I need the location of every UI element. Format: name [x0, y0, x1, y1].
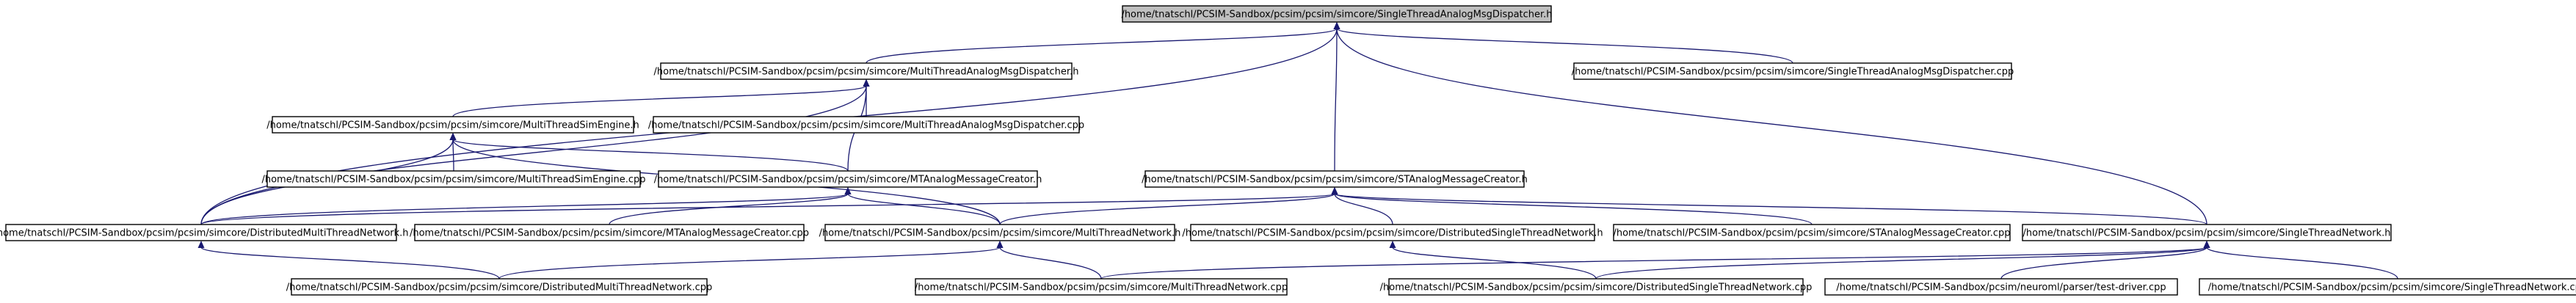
file-node-box	[1573, 62, 2012, 80]
file-node-label: /home/tnatschl/PCSIM-Sandbox/pcsim/pcsim…	[915, 282, 1288, 293]
dependency-edge	[200, 85, 867, 225]
dependency-arrowhead	[863, 79, 870, 87]
dependency-edge	[847, 193, 1001, 225]
file-node-box	[1824, 278, 2178, 296]
file-node-label: /home/tnatschl/PCSIM-Sandbox/pcsim/pcsim…	[2208, 282, 2576, 293]
file-node[interactable]: /home/tnatschl/PCSIM-Sandbox/pcsim/pcsim…	[654, 170, 1042, 188]
file-node-box	[660, 62, 1073, 80]
file-node[interactable]: /home/tnatschl/PCSIM-Sandbox/pcsim/pcsim…	[1142, 170, 1528, 188]
dependency-arrowhead	[1389, 241, 1396, 248]
dependency-arrowhead	[996, 241, 1004, 248]
file-node-box	[1122, 5, 1552, 23]
file-node[interactable]: /home/tnatschl/PCSIM-Sandbox/pcsim/pcsim…	[1380, 278, 1813, 296]
file-node-box	[2022, 224, 2392, 241]
file-node-label: /home/tnatschl/PCSIM-Sandbox/pcsim/pcsim…	[266, 120, 639, 131]
file-node-box	[272, 116, 634, 134]
file-node-box	[266, 170, 641, 188]
file-node[interactable]: /home/tnatschl/PCSIM-Sandbox/pcsim/pcsim…	[648, 116, 1084, 134]
file-node-label: /home/tnatschl/PCSIM-Sandbox/pcsim/pcsim…	[1121, 10, 1552, 21]
file-node-box	[658, 170, 1038, 188]
file-node-box	[2199, 278, 2576, 296]
dependency-edge	[452, 139, 849, 172]
file-node-box	[1613, 224, 2011, 241]
dependency-edge	[498, 247, 1001, 280]
file-node[interactable]: /home/tnatschl/PCSIM-Sandbox/pcsim/neuro…	[1824, 278, 2178, 296]
file-node[interactable]: /home/tnatschl/PCSIM-Sandbox/pcsim/pcsim…	[410, 224, 809, 241]
dependency-arrowhead	[449, 133, 457, 140]
file-node-label: /home/tnatschl/PCSIM-Sandbox/pcsim/pcsim…	[2023, 228, 2391, 239]
dependency-edge	[452, 139, 454, 172]
file-node[interactable]: /home/tnatschl/PCSIM-Sandbox/pcsim/pcsim…	[261, 170, 646, 188]
file-node[interactable]: /home/tnatschl/PCSIM-Sandbox/pcsim/pcsim…	[2199, 278, 2576, 296]
file-node-label: /home/tnatschl/PCSIM-Sandbox/pcsim/pcsim…	[654, 67, 1079, 78]
dependency-arrowhead	[844, 187, 852, 194]
file-node[interactable]: /home/tnatschl/PCSIM-Sandbox/pcsim/pcsim…	[1572, 62, 2014, 80]
file-node-label: /home/tnatschl/PCSIM-Sandbox/pcsim/pcsim…	[1380, 282, 1813, 293]
dependency-edge	[1334, 193, 1393, 225]
dependency-edge	[2000, 247, 2207, 280]
file-node-box	[824, 224, 1175, 241]
file-node[interactable]: /home/tnatschl/PCSIM-Sandbox/pcsim/pcsim…	[654, 62, 1079, 80]
dependency-edge	[2206, 247, 2398, 280]
dependency-arrowhead	[2203, 241, 2210, 248]
file-node-label: /home/tnatschl/PCSIM-Sandbox/pcsim/pcsim…	[648, 120, 1084, 131]
dependency-edge	[200, 247, 500, 280]
file-node-label: /home/tnatschl/PCSIM-Sandbox/pcsim/neuro…	[1836, 282, 2166, 293]
file-node-label: /home/tnatschl/PCSIM-Sandbox/pcsim/pcsim…	[261, 175, 645, 186]
file-node-box	[915, 278, 1288, 296]
dependency-edge	[200, 193, 1335, 225]
dependency-edge	[1336, 28, 2207, 225]
file-node[interactable]: /home/tnatschl/PCSIM-Sandbox/pcsim/pcsim…	[286, 278, 713, 296]
file-node[interactable]: /home/tnatschl/PCSIM-Sandbox/pcsim/pcsim…	[266, 116, 639, 134]
dependency-edge	[452, 85, 867, 117]
file-node-label: /home/tnatschl/PCSIM-Sandbox/pcsim/pcsim…	[0, 228, 409, 239]
file-node[interactable]: /home/tnatschl/PCSIM-Sandbox/pcsim/pcsim…	[1613, 224, 2011, 241]
file-node-box	[1388, 278, 1804, 296]
dependency-arrowhead	[1333, 22, 1340, 29]
file-node[interactable]: /home/tnatschl/PCSIM-Sandbox/pcsim/pcsim…	[2022, 224, 2392, 241]
file-node-label: /home/tnatschl/PCSIM-Sandbox/pcsim/pcsim…	[654, 175, 1042, 186]
dependency-edge	[609, 193, 849, 225]
file-node[interactable]: /home/tnatschl/PCSIM-Sandbox/pcsim/pcsim…	[1121, 5, 1553, 23]
dependency-edge	[1336, 28, 1793, 64]
dependency-edge	[1334, 28, 1338, 172]
dependency-edge	[1334, 193, 1813, 225]
file-node-box	[1144, 170, 1525, 188]
file-node-box	[291, 278, 708, 296]
file-node-box	[414, 224, 805, 241]
file-node-label: /home/tnatschl/PCSIM-Sandbox/pcsim/pcsim…	[1182, 228, 1603, 239]
file-node-box	[1190, 224, 1595, 241]
dependency-edge	[999, 247, 1102, 280]
file-node-label: /home/tnatschl/PCSIM-Sandbox/pcsim/pcsim…	[286, 282, 713, 293]
file-node-label: /home/tnatschl/PCSIM-Sandbox/pcsim/pcsim…	[410, 228, 809, 239]
file-node-label: /home/tnatschl/PCSIM-Sandbox/pcsim/pcsim…	[1572, 67, 2014, 78]
file-node[interactable]: /home/tnatschl/PCSIM-Sandbox/pcsim/pcsim…	[819, 224, 1181, 241]
dependency-edge	[1100, 247, 2207, 280]
dependency-edge	[999, 193, 1335, 225]
file-node[interactable]: /home/tnatschl/PCSIM-Sandbox/pcsim/pcsim…	[1182, 224, 1603, 241]
dependency-arrowhead	[1331, 187, 1338, 194]
file-node-label: /home/tnatschl/PCSIM-Sandbox/pcsim/pcsim…	[1142, 175, 1528, 186]
dependency-edge	[200, 193, 849, 225]
dependency-edge	[866, 28, 1338, 64]
file-node-label: /home/tnatschl/PCSIM-Sandbox/pcsim/pcsim…	[1613, 228, 2010, 239]
file-node-box	[653, 116, 1080, 134]
nodes-layer: /home/tnatschl/PCSIM-Sandbox/pcsim/pcsim…	[0, 5, 2576, 296]
file-node-box	[5, 224, 397, 241]
file-node[interactable]: /home/tnatschl/PCSIM-Sandbox/pcsim/pcsim…	[0, 224, 409, 241]
dependency-edge	[1334, 193, 2207, 225]
dependency-edge	[1595, 247, 2207, 280]
dependency-arrowhead	[197, 241, 205, 248]
file-node[interactable]: /home/tnatschl/PCSIM-Sandbox/pcsim/pcsim…	[915, 278, 1288, 296]
dependency-edge	[1392, 247, 1597, 280]
file-node-label: /home/tnatschl/PCSIM-Sandbox/pcsim/pcsim…	[819, 228, 1181, 239]
